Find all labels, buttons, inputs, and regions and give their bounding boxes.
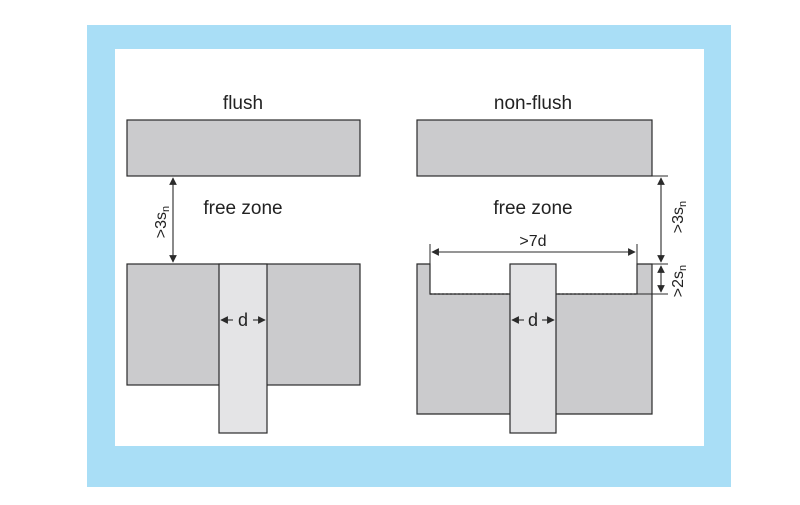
non-flush-gap-label: >3sn — [670, 201, 689, 233]
non-flush-sensor-body — [509, 263, 557, 434]
flush-width-label: d — [238, 310, 248, 330]
non-flush-free-zone-label: free zone — [493, 198, 572, 219]
non-flush-target-plate — [416, 119, 653, 177]
flush-free-zone-label: free zone — [203, 198, 282, 219]
non-flush-diagram: non-flush >7d free zone >3sn >2sn d — [416, 93, 689, 434]
flush-diagram: flush >3sn free zone d — [126, 93, 361, 434]
span-label: >7d — [519, 233, 546, 250]
non-flush-title: non-flush — [494, 93, 572, 114]
recess-depth-label: >2sn — [670, 265, 689, 297]
flush-sensor-body — [218, 263, 268, 434]
flush-gap-label: >3sn — [153, 206, 172, 238]
flush-target-plate — [126, 119, 361, 177]
flush-title: flush — [223, 93, 263, 114]
non-flush-width-label: d — [528, 310, 538, 330]
